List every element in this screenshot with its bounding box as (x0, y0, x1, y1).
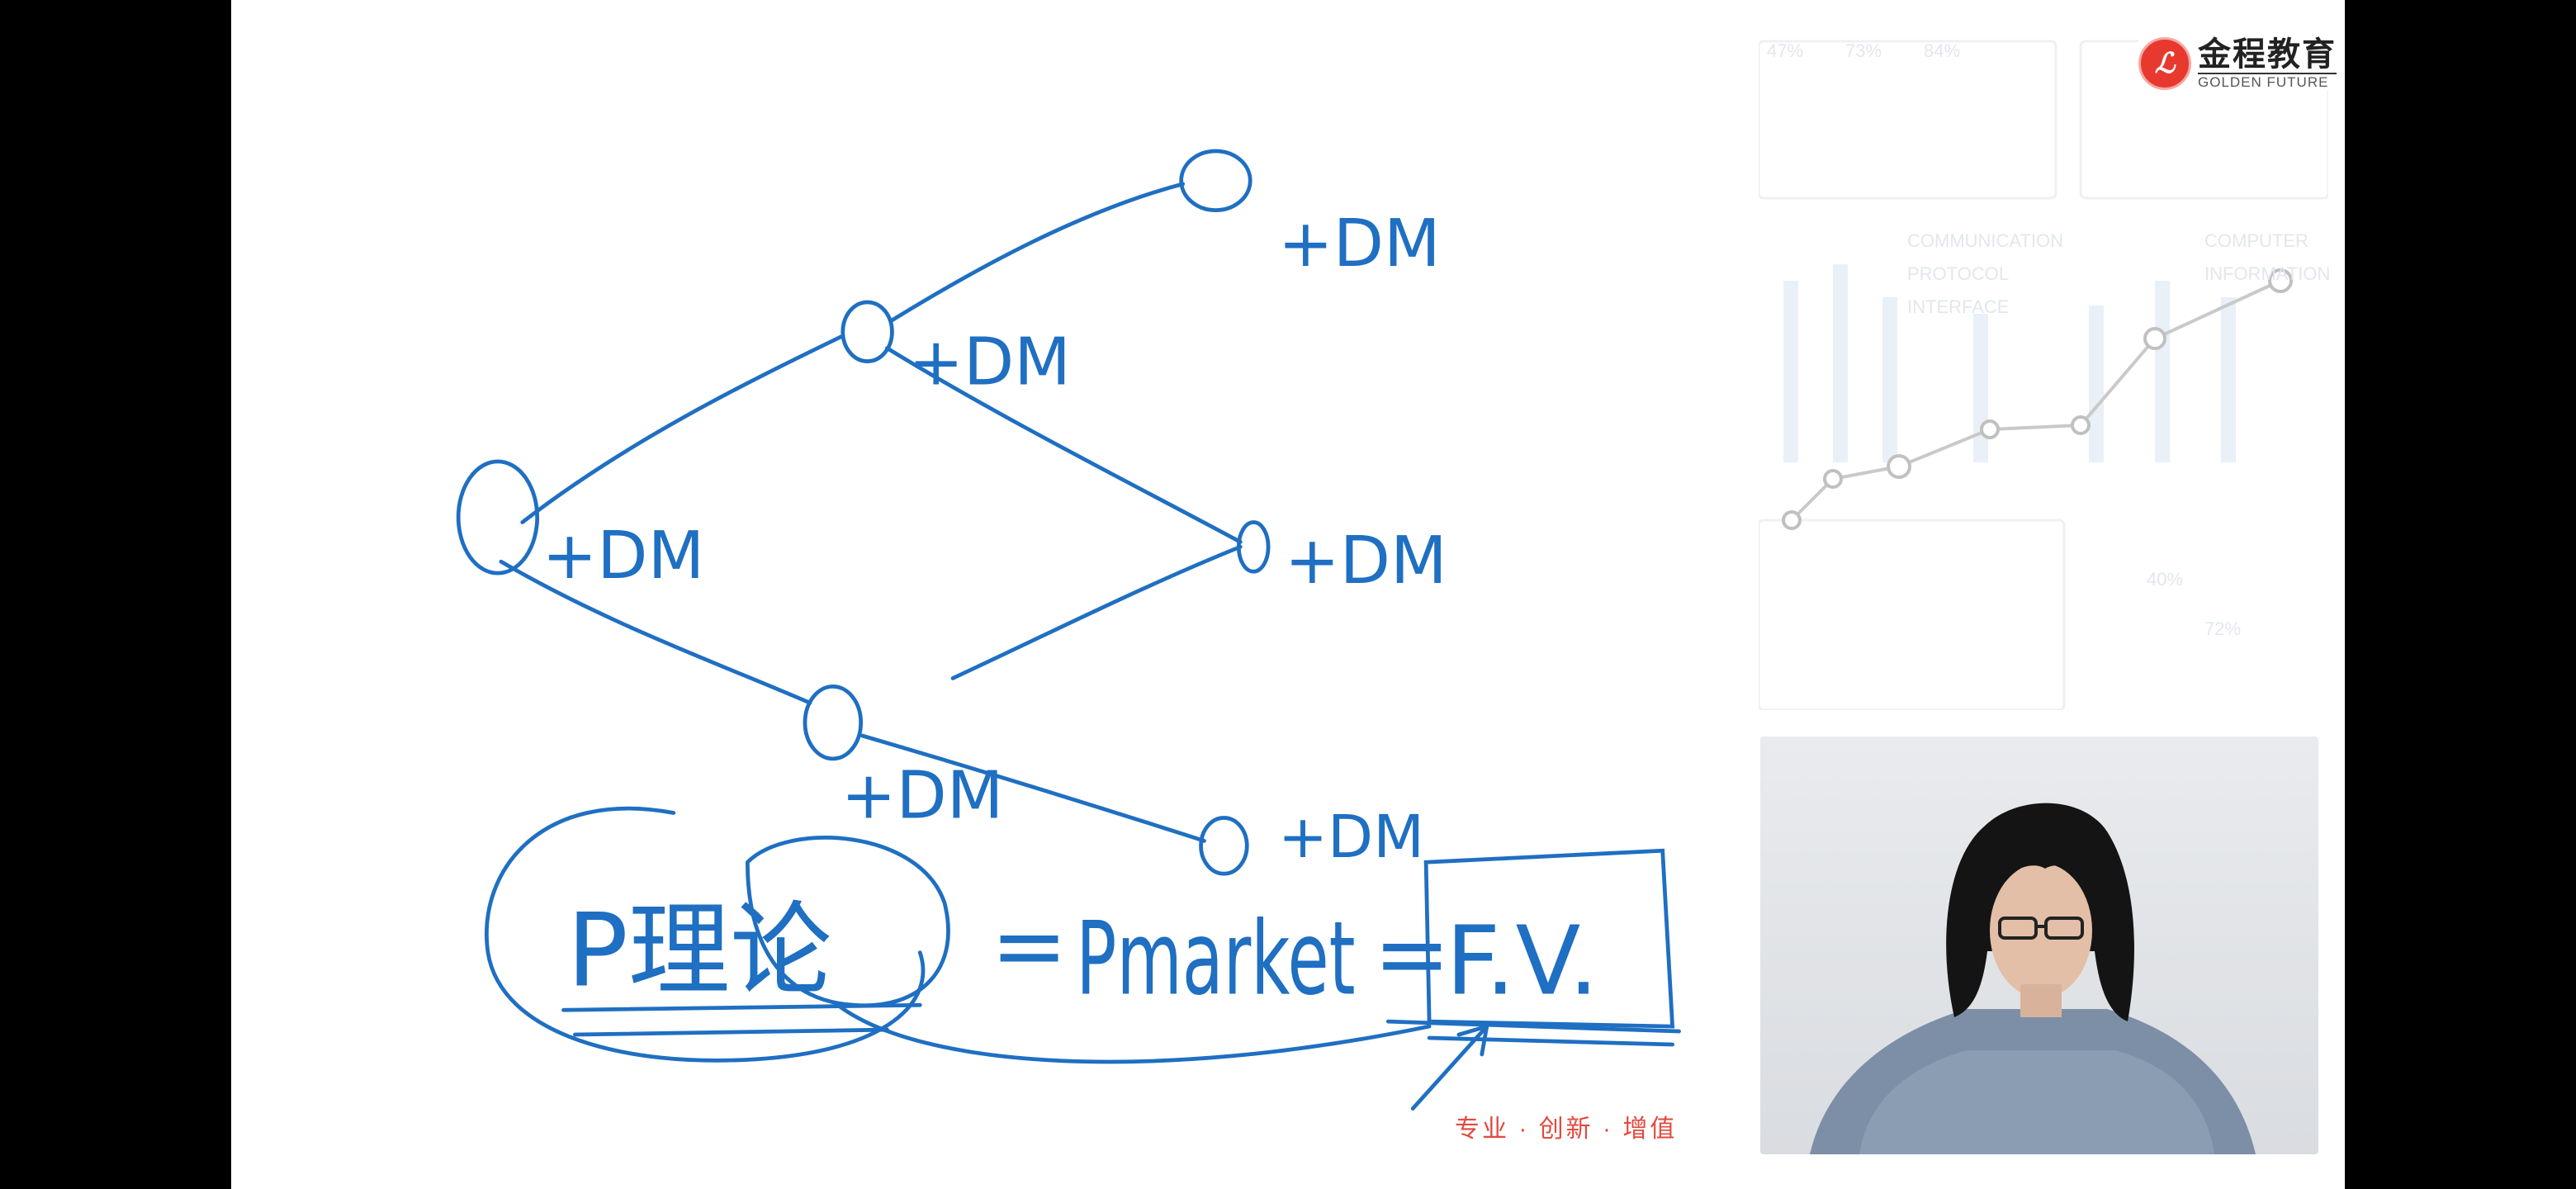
formula-equals: = (1373, 901, 1450, 1007)
formula-right: F.V. (1446, 906, 1598, 1016)
formula-equals: = (991, 893, 1068, 999)
tree-node (841, 300, 894, 363)
tree-node (803, 684, 864, 761)
formula-left: P理论 (566, 892, 831, 1010)
tree-branch (860, 733, 1206, 843)
decor-graphics (1759, 40, 2328, 710)
tree-branch (499, 559, 812, 705)
background-decoration: 47% 73% 84% COMMUNICATION PROTOCOL INTER… (1759, 33, 2331, 710)
node-label: +DM (1285, 522, 1447, 599)
node-label: +DM (908, 323, 1071, 400)
formula-circle (745, 836, 950, 1008)
tree-node (1236, 520, 1271, 574)
presenter-webcam (1760, 737, 2318, 1154)
decor-percent: 72% (2204, 618, 2242, 639)
node-label: +DM (841, 757, 1004, 834)
logo-seal-icon: ℒ (2138, 37, 2191, 90)
node-label: +DM (1278, 205, 1441, 282)
tree-node (1199, 816, 1249, 876)
formula-middle: Pmarket (1076, 900, 1355, 1018)
lecture-slide: 47% 73% 84% COMMUNICATION PROTOCOL INTER… (231, 0, 2345, 1189)
logo-name-cn: 金程教育 (2198, 36, 2337, 74)
decor-percent: 40% (2147, 569, 2184, 590)
arrow (1410, 1023, 1489, 1111)
decor-percent: 47% (1767, 40, 1804, 61)
decor-label: INFORMATION (2204, 263, 2331, 284)
decor-percent: 73% (1845, 40, 1882, 61)
slogan: 专业 · 创新 · 增值 (1455, 1116, 1678, 1143)
tree-node (456, 459, 540, 576)
decor-percent: 84% (1924, 40, 1961, 61)
tree-branch (890, 182, 1186, 323)
node-label: +DM (1278, 803, 1424, 871)
connector-curve (836, 1002, 1432, 1064)
tree-branch (885, 346, 1243, 544)
underline (1385, 1019, 1681, 1047)
tree-branch (950, 544, 1243, 680)
tree-node (1179, 149, 1252, 212)
node-label: +DM (542, 517, 705, 594)
decor-label: INTERFACE (1907, 296, 2010, 317)
decor-label: COMPUTER (2204, 230, 2308, 251)
tree-branch (520, 334, 844, 524)
formula-circle (485, 806, 926, 1063)
presenter-video (1810, 803, 2256, 1154)
golden-future-logo: ℒ 金程教育 GOLDEN FUTURE (2138, 36, 2337, 91)
underline (561, 1002, 922, 1037)
logo-name-en: GOLDEN FUTURE (2198, 74, 2329, 90)
decor-label: COMMUNICATION (1907, 230, 2064, 251)
box (1423, 848, 1675, 1029)
decor-label: PROTOCOL (1907, 263, 2010, 284)
